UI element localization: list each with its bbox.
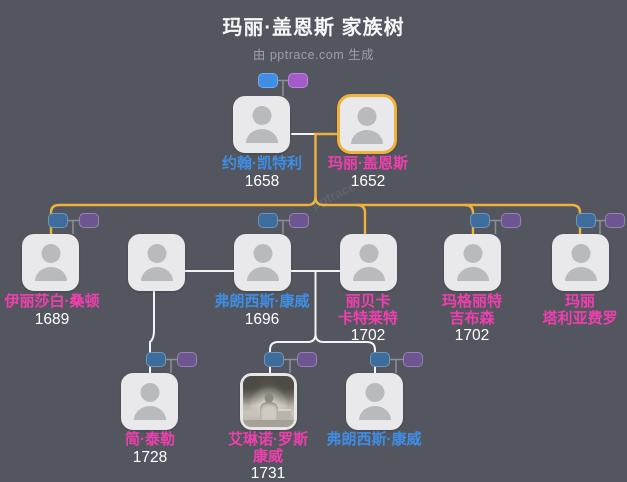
person-silhouette-icon [246,267,279,281]
person-name-line2: 吉布森 [449,309,495,327]
chip-connector-lines [67,79,605,373]
elizabeth-couple-male-icon[interactable] [48,213,68,228]
person-silhouette-icon [140,383,159,402]
francis-sr-couple-male-icon[interactable] [258,213,278,228]
person-name: 简·泰勒 [125,431,175,448]
person-name: 玛丽 [564,293,596,310]
person-name: 玛丽·盖恩斯 [328,155,408,172]
person-card-elizabeth[interactable] [22,234,79,291]
person-silhouette-icon [351,130,383,144]
elizabeth-couple-female-icon[interactable] [79,213,99,228]
person-birth-year: 1702 [350,327,386,344]
portrait-desk [278,409,291,421]
margaret-couple-male-icon[interactable] [470,213,490,228]
portrait-figure [264,393,273,403]
person-card-mary-selected[interactable] [337,94,397,154]
eleanor-couple-male-icon[interactable] [264,352,284,367]
person-card-francis-sr[interactable] [234,234,291,291]
person-card-margaret[interactable] [444,234,501,291]
person-birth-year: 1731 [250,465,286,482]
eleanor-portrait-image [241,374,296,429]
person-birth-year: 1702 [454,327,490,344]
person-card-rebecca[interactable] [340,234,397,291]
person-silhouette-icon [245,129,278,143]
francis-jr-couple-male-icon[interactable] [370,352,390,367]
person-silhouette-icon [463,244,482,263]
person-name: 艾琳诺·罗斯 [228,431,308,448]
person-silhouette-icon [357,107,377,126]
person-name: 丽贝卡 [345,293,391,310]
person-name: 弗朗西斯·康威 [214,293,310,310]
person-silhouette-icon [358,406,391,420]
person-silhouette-icon [253,244,272,263]
person-card-unknown-spouse[interactable] [128,234,185,291]
label-margaret: 玛格丽特 吉布森 1702 [441,293,503,345]
person-birth-year: 1728 [132,448,168,466]
eleanor-couple-female-icon[interactable] [297,352,317,367]
label-mary-taliaferro: 玛丽 塔利亚费罗 [542,293,618,327]
person-card-jane[interactable] [121,373,178,430]
margaret-couple-female-icon[interactable] [501,213,521,228]
person-birth-year: 1696 [244,310,280,328]
person-name-line2: 卡特莱特 [337,309,399,327]
page-subtitle: 由 pptrace.com 生成 [252,48,375,62]
person-silhouette-icon [359,244,378,263]
person-silhouette-icon [564,267,597,281]
person-name-line2: 塔利亚费罗 [542,309,618,327]
person-birth-year: 1652 [350,172,386,190]
person-silhouette-icon [41,244,60,263]
label-eleanor: 艾琳诺·罗斯 康威 1731 [228,431,308,482]
person-name: 伊丽莎白·桑顿 [4,293,100,310]
label-rebecca: 丽贝卡 卡特莱特 1702 [337,293,399,345]
highlighted-lineage-lines [49,132,582,241]
person-name: 约翰·凯特利 [222,155,302,172]
label-john: 约翰·凯特利 1658 [222,155,302,190]
person-silhouette-icon [456,267,489,281]
mary-taliaferro-couple-female-icon[interactable] [605,213,625,228]
person-silhouette-icon [365,383,384,402]
person-birth-year: 1658 [244,172,280,190]
portrait-floor [243,420,294,427]
person-card-mary-taliaferro[interactable] [552,234,609,291]
person-silhouette-icon [571,244,590,263]
person-silhouette-icon [133,406,166,420]
john-parents-male-icon[interactable] [258,73,278,88]
label-francis-sr: 弗朗西斯·康威 1696 [214,293,310,328]
label-mary: 玛丽·盖恩斯 1652 [328,155,408,190]
person-silhouette-icon [140,267,173,281]
person-silhouette-icon [34,267,67,281]
person-card-eleanor[interactable] [240,373,297,430]
label-francis-jr: 弗朗西斯·康威 [326,431,422,449]
portrait-figure [259,402,278,420]
person-silhouette-icon [252,106,271,125]
jane-couple-female-icon[interactable] [177,352,197,367]
label-jane: 简·泰勒 1728 [125,431,175,466]
person-card-francis-jr[interactable] [346,373,403,430]
francis-jr-couple-female-icon[interactable] [403,352,423,367]
mary-taliaferro-couple-male-icon[interactable] [576,213,596,228]
francis-sr-couple-female-icon[interactable] [289,213,309,228]
label-elizabeth: 伊丽莎白·桑顿 1689 [4,293,100,328]
person-silhouette-icon [352,267,385,281]
person-name: 玛格丽特 [441,293,503,310]
jane-couple-male-icon[interactable] [146,352,166,367]
page-title: 玛丽·盖恩斯 家族树 [222,17,405,39]
person-birth-year: 1689 [34,310,70,328]
person-name: 弗朗西斯·康威 [326,431,422,448]
john-parents-female-icon[interactable] [288,73,308,88]
person-name-line2: 康威 [252,447,283,465]
lineage-lines [149,133,376,375]
person-card-john[interactable] [233,96,290,153]
person-silhouette-icon [147,244,166,263]
